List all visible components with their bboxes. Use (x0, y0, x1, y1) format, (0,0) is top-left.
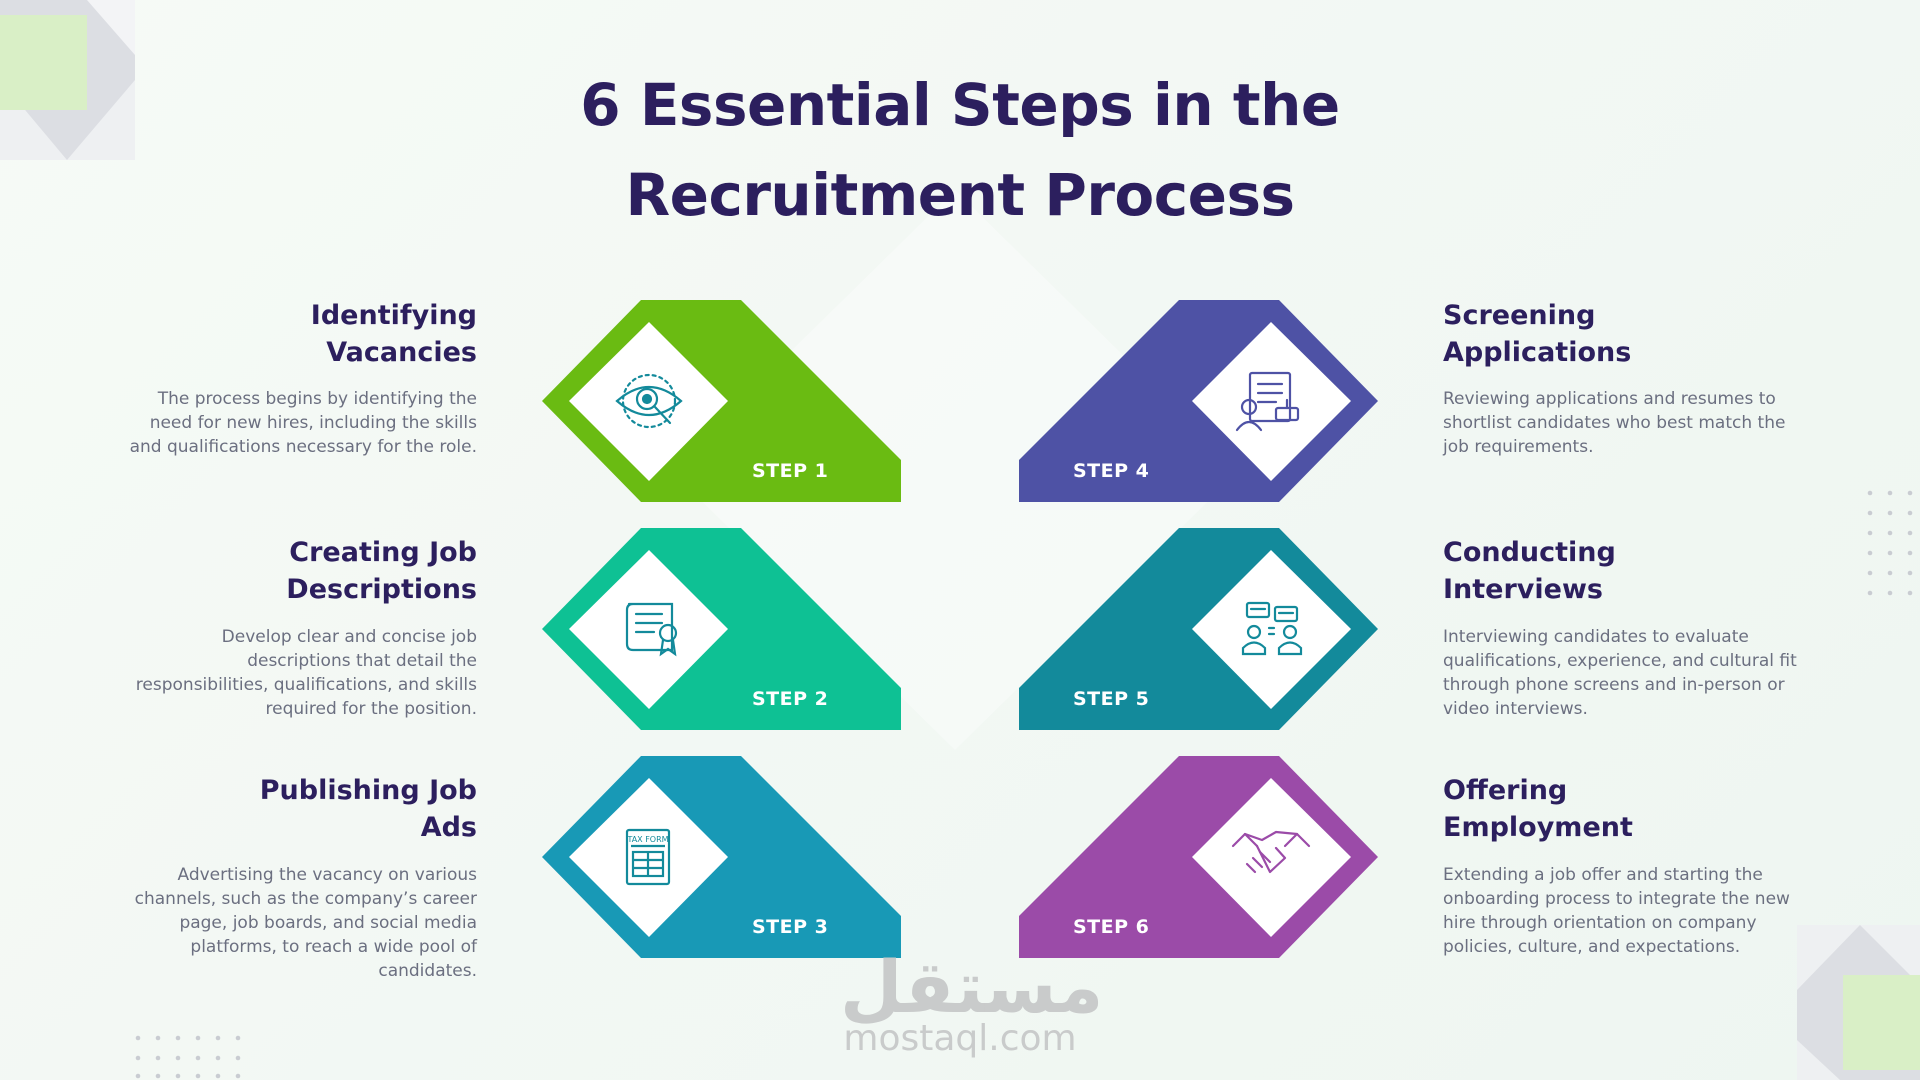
step-5-heading-line-2: Interviews (1443, 574, 1603, 605)
page-title: 6 Essential Steps in the Recruitment Pro… (460, 60, 1460, 240)
tax-form-icon: TAX FORM (625, 828, 671, 886)
title-line-1: 6 Essential Steps in the (580, 71, 1340, 139)
step-3-shape: TAX FORM (542, 756, 901, 958)
watermark-logo-arabic: مستقل (840, 945, 1104, 1029)
step-1-shape (542, 300, 901, 502)
step-3-heading-line-1: Publishing Job (259, 775, 477, 806)
step-6-heading-line-1: Offering (1443, 775, 1568, 806)
top-left-corner-decoration (0, 0, 135, 160)
bottom-right-corner-decoration (1797, 925, 1920, 1080)
step-4-heading-line-1: Screening (1443, 300, 1596, 331)
step-3-description: Advertising the vacancy on various chann… (134, 865, 477, 981)
step-1-label: STEP 1 (752, 460, 829, 482)
step-6-icon-diamond (1192, 778, 1351, 937)
step-1-heading-line-1: Identifying (310, 300, 477, 331)
interview-chat-icon (1241, 601, 1303, 656)
step-4-description: Reviewing applications and resumes to sh… (1443, 389, 1786, 457)
step-2-label: STEP 2 (752, 688, 829, 710)
handshake-icon (1231, 830, 1311, 874)
title-line-2: Recruitment Process (625, 161, 1295, 229)
step-4-label: STEP 4 (1073, 460, 1150, 482)
dot-grid-bottom-left (135, 1035, 241, 1079)
step-6-heading-line-2: Employment (1443, 812, 1633, 843)
certificate-scroll-icon (625, 602, 678, 657)
step-6-description: Extending a job offer and starting the o… (1443, 865, 1790, 957)
step-5-description: Interviewing candidates to evaluate qual… (1443, 627, 1797, 719)
step-3-heading: Publishing Job Ads (117, 772, 477, 846)
step-1-description: The process begins by identifying the ne… (129, 389, 477, 457)
step-6-heading: Offering Employment (1443, 772, 1803, 846)
dot-grid-right (1867, 490, 1913, 596)
step-6-label: STEP 6 (1073, 916, 1150, 938)
step-5-heading-line-1: Conducting (1443, 537, 1616, 568)
step-1-heading-line-2: Vacancies (326, 337, 477, 368)
step-2-description: Develop clear and concise job descriptio… (135, 627, 477, 719)
step-3-heading-line-2: Ads (420, 812, 477, 843)
eye-search-icon (615, 373, 683, 429)
watermark-domain: mostaql.com (843, 1018, 1077, 1059)
resume-review-icon (1235, 371, 1300, 432)
step-5-shape (1019, 528, 1378, 730)
step-4-heading-line-2: Applications (1443, 337, 1632, 368)
step-1-heading: Identifying Vacancies (117, 297, 477, 371)
step-2-shape (542, 528, 901, 730)
tax-form-icon-text: TAX FORM (626, 835, 668, 844)
step-2-heading: Creating Job Descriptions (117, 534, 477, 608)
step-3-label: STEP 3 (752, 916, 829, 938)
step-5-icon-diamond (1192, 550, 1351, 709)
step-2-heading-line-2: Descriptions (286, 574, 477, 605)
step-4-shape (1019, 300, 1378, 502)
step-2-icon-diamond (569, 550, 728, 709)
step-6-shape (1019, 756, 1378, 958)
step-4-heading: Screening Applications (1443, 297, 1803, 371)
step-5-label: STEP 5 (1073, 688, 1150, 710)
step-2-heading-line-1: Creating Job (289, 537, 477, 568)
step-5-heading: Conducting Interviews (1443, 534, 1803, 608)
